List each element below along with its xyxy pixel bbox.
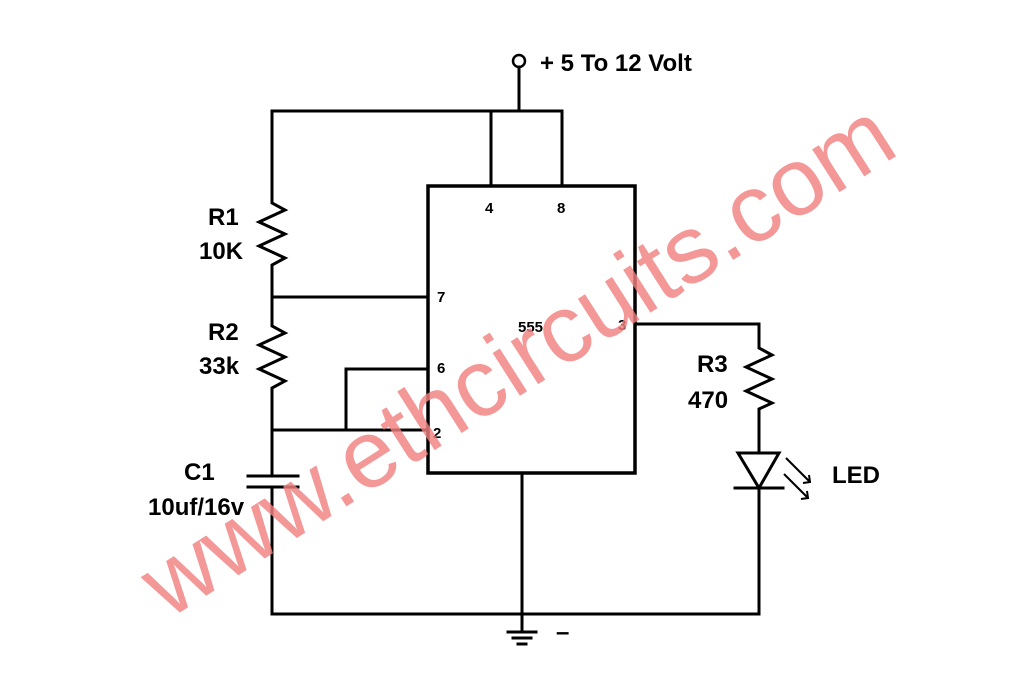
r3-value: 470 — [688, 387, 728, 414]
led-light-arrows-icon — [783, 457, 812, 500]
resistor-r2 — [255, 318, 289, 478]
ground-rail — [270, 471, 761, 634]
capacitor-c1 — [246, 474, 300, 616]
r2-value: 33k — [199, 353, 240, 380]
supply-terminal — [511, 53, 527, 113]
led-symbol — [733, 451, 785, 616]
ground-icon — [506, 630, 538, 646]
ground-label: – — [556, 619, 569, 646]
ic-pin-8: 8 — [557, 200, 565, 217]
output-wire — [633, 322, 761, 344]
ic-name: 555 — [518, 319, 543, 336]
ic-pin-4: 4 — [485, 200, 494, 217]
watermark-text: www.ethcircuits.com — [121, 80, 913, 638]
ic-pin-2: 2 — [433, 425, 441, 442]
resistor-r3 — [742, 340, 776, 455]
trigger-threshold-wire — [270, 367, 430, 432]
top-rail — [270, 109, 564, 200]
c1-name: C1 — [184, 459, 215, 486]
led-label: LED — [832, 462, 880, 489]
resistor-r1 — [255, 196, 289, 322]
ic-555-body — [426, 184, 637, 475]
ic-pin-3: 3 — [618, 317, 626, 334]
r1-name: R1 — [208, 204, 239, 231]
c1-value: 10uf/16v — [148, 494, 245, 521]
r2-name: R2 — [208, 319, 239, 346]
ic-pin-7: 7 — [437, 289, 445, 306]
r1-value: 10K — [199, 238, 244, 265]
r3-name: R3 — [697, 351, 728, 378]
ic-pin-6: 6 — [437, 360, 445, 377]
supply-label: + 5 To 12 Volt — [540, 50, 692, 77]
